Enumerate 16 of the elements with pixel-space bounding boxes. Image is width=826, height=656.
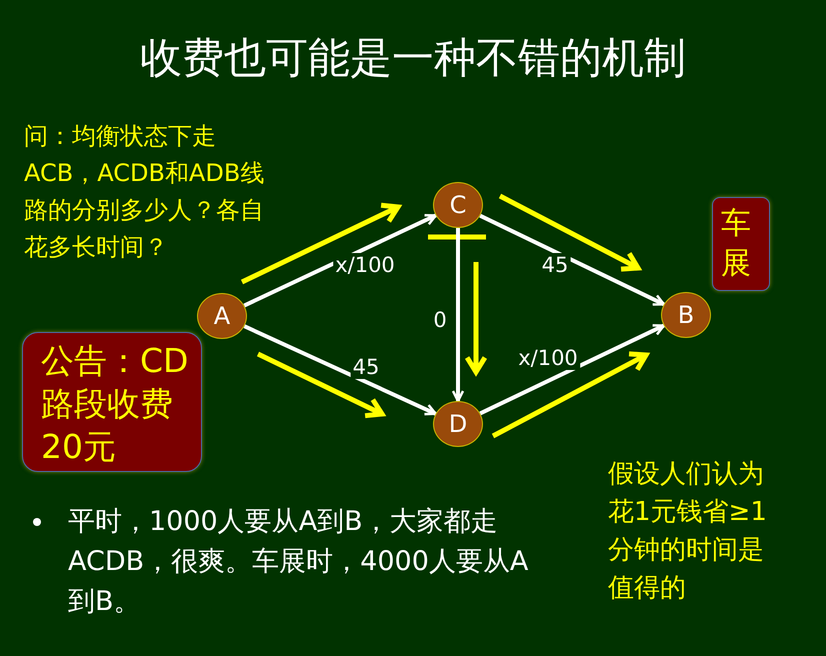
bullet-text: 平时，1000人要从A到B，大家都走ACDB，很爽。车展时，4000人要从A到B。 <box>68 505 530 619</box>
notice-box: 车展 <box>712 197 770 291</box>
node-circle: A <box>197 293 247 339</box>
arrow <box>452 228 464 402</box>
arrow <box>479 324 666 416</box>
node-circle: B <box>661 292 711 338</box>
notice-box: 公告：CD路段收费20元 <box>22 332 202 472</box>
arrow <box>243 214 437 308</box>
question-text: 问：均衡状态下走ACB，ACDB和ADB线路的分别多少人？各自花多长时间？ <box>24 121 266 263</box>
node-circle: C <box>433 182 483 228</box>
arrow <box>244 324 437 416</box>
edge-label: x/100 <box>516 346 580 370</box>
note-text: 假设人们认为花1元钱省≥1分钟的时间是值得的 <box>608 458 768 605</box>
arrow <box>479 214 666 306</box>
title: 收费也可能是一种不错的机制 <box>139 32 687 84</box>
node-circle: D <box>433 401 483 447</box>
